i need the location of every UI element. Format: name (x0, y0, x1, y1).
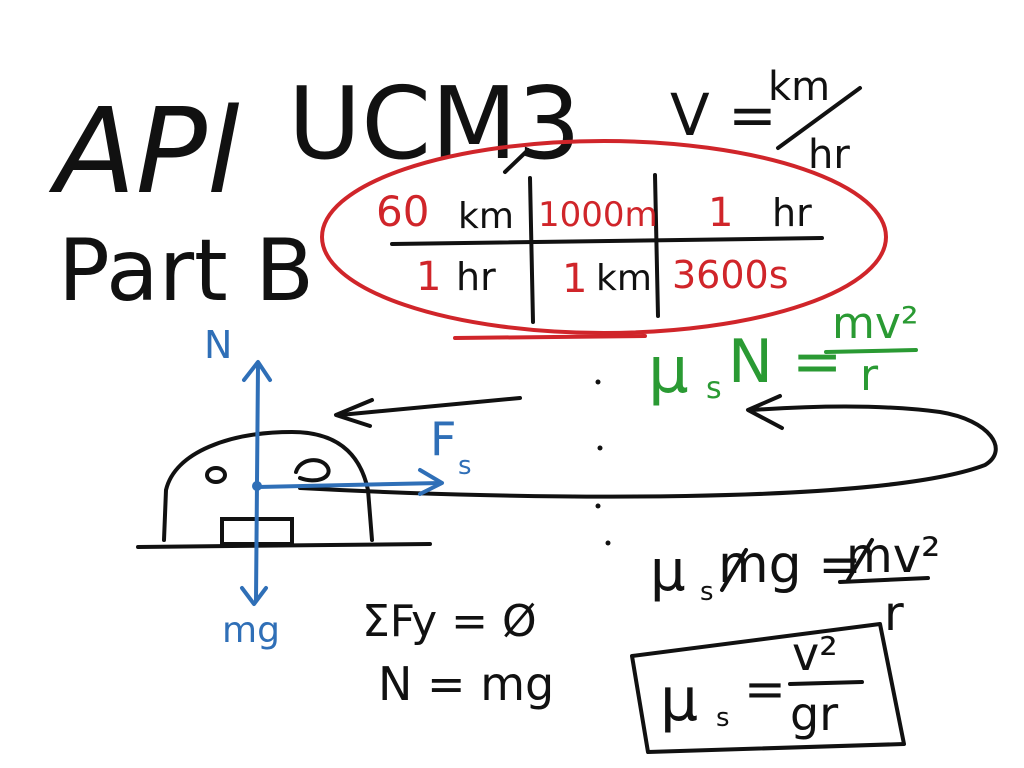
conv-top-a-unit: km (458, 196, 514, 237)
boxed-eq-fraction-bar (788, 680, 864, 686)
title-topic: UCM3 (288, 65, 581, 182)
direction-arrow-left (338, 396, 522, 417)
mid-eq-fraction-bar (838, 576, 930, 584)
center-of-mass-dot (252, 481, 262, 491)
title-part: Part B (58, 221, 314, 321)
normal-equals-mg: N = mg (378, 657, 554, 711)
car-window (205, 466, 227, 484)
velocity-lhs: V = (670, 81, 777, 149)
conv-bot-a-num: 1 (416, 254, 441, 300)
green-eq-mu-sub: s (706, 371, 722, 406)
mid-eq-strike-m (720, 548, 748, 592)
conv-bot-b-unit: km (596, 258, 652, 299)
friction-force-sub: s (458, 451, 472, 481)
normal-force-label: N (204, 323, 232, 367)
mid-eq-den: r (884, 586, 904, 642)
dot-guide (595, 379, 601, 385)
boxed-eq-mu-sub: s (716, 703, 730, 733)
sum-forces-equation: ΣFy = Ø (362, 596, 537, 647)
path-arrowhead-right (746, 394, 784, 430)
conv-top-b: 1000m (538, 195, 658, 235)
conversion-divider-2 (653, 173, 660, 318)
boxed-eq-num: v² (792, 627, 838, 681)
conv-bot-c: 3600s (672, 253, 789, 297)
velocity-numerator: km (768, 64, 830, 110)
weight-arrowhead (240, 586, 268, 606)
green-eq-N: N = (728, 327, 842, 397)
normal-force-arrowhead (242, 360, 272, 382)
car-window (294, 458, 331, 483)
conversion-underline (453, 334, 647, 340)
mid-eq-mu: μ (650, 539, 686, 604)
conv-bot-a-unit: hr (456, 255, 496, 299)
boxed-eq-mu: μ (660, 665, 698, 735)
direction-arrowhead-left (334, 398, 374, 428)
conversion-ellipse (320, 139, 888, 335)
final-equation-box (630, 622, 906, 754)
friction-force-label: F (430, 412, 456, 466)
boxed-eq-den: gr (790, 687, 838, 741)
velocity-denominator: hr (808, 132, 850, 178)
weight-label: mg (222, 610, 280, 651)
green-eq-mu: μ (648, 334, 689, 408)
velocity-fraction-bar (776, 86, 862, 150)
conv-top-a-num: 60 (376, 187, 429, 236)
friction-force-arrow (256, 481, 442, 489)
green-eq-num: mv² (832, 298, 919, 349)
friction-force-arrowhead (418, 468, 444, 496)
dot-guide (595, 503, 601, 509)
circular-path (298, 404, 998, 499)
dot-guide (605, 540, 611, 546)
boxed-eq-equals: = (744, 660, 786, 718)
conversion-horizontal-bar (390, 236, 824, 246)
conv-bot-b-num: 1 (562, 256, 587, 302)
pen-stroke (503, 148, 530, 174)
conv-top-c-unit: hr (772, 191, 812, 235)
green-eq-fraction-bar (824, 348, 918, 354)
conversion-divider-1 (528, 176, 535, 324)
mid-eq-strike-num-m (846, 538, 874, 582)
conv-top-c-num: 1 (708, 190, 733, 236)
car-body (162, 429, 374, 542)
mid-eq-rest: mg = (718, 535, 862, 595)
green-eq-den: r (860, 350, 879, 401)
dot-guide (597, 445, 603, 451)
mid-eq-mu-sub: s (700, 577, 714, 607)
title-course: APl (48, 82, 240, 220)
